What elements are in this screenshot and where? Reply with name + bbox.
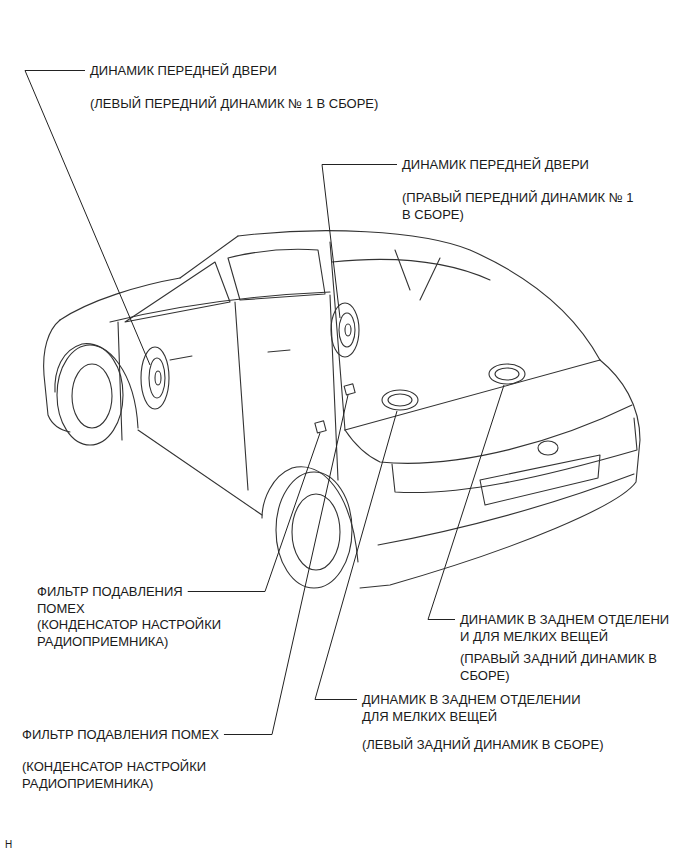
part-label: ДИНАМИК В ЗАДНЕМ ОТДЕЛЕНИИ ДЛЯ МЕЛКИХ ВЕ… (362, 692, 607, 726)
front-wheel-arch (55, 344, 138, 428)
rear-rim (292, 494, 340, 570)
rocker-sill (138, 430, 262, 515)
rear-emblem (538, 441, 558, 455)
noise-filter (344, 384, 355, 395)
roof-line (238, 231, 600, 360)
part-label: ДИНАМИК ПЕРЕДНЕЙ ДВЕРИ (90, 63, 420, 80)
front-wheel (57, 345, 123, 445)
part-label: ФИЛЬТР ПОДАВЛЕНИЯ ПОМЕХ (22, 727, 287, 744)
part-label: (ПРАВЫЙ ЗАДНИЙ ДИНАМИК В СБОРЕ) (460, 651, 665, 685)
leader-line (315, 411, 397, 700)
hood-line (60, 278, 180, 320)
rear-wheel (276, 472, 352, 588)
rear-end (360, 360, 640, 588)
part-label: (ЛЕВЫЙ ЗАДНИЙ ДИНАМИК В СБОРЕ) (362, 737, 682, 754)
plate-recess (480, 455, 600, 505)
right-rear-speaker (489, 364, 525, 384)
far-pillar (395, 250, 440, 300)
part-label: ДИНАМИК В ЗАДНЕМ ОТДЕЛЕНИ И ДЛЯ МЕЛКИХ В… (460, 612, 682, 646)
front-door (118, 302, 248, 490)
leader-line (322, 165, 397, 319)
left-front-speaker (141, 347, 169, 409)
leader-line (25, 71, 150, 366)
part-label: (КОНДЕНСАТОР НАСТРОЙКИ РАДИОПРИЕМНИКА) (37, 617, 255, 651)
rear-bumper (378, 474, 634, 545)
leader-line (428, 385, 504, 620)
inner-roof (332, 259, 490, 280)
part-label: ФИЛЬТР ПОДАВЛЕНИЯ ПОМЕХ (37, 584, 212, 618)
windshield (180, 236, 238, 278)
rear-deck (345, 360, 600, 430)
front-bumper (44, 320, 70, 432)
leader-line (224, 395, 348, 735)
part-label: ДИНАМИК ПЕРЕДНЕЙ ДВЕРИ (402, 157, 638, 174)
figure-code: H (5, 838, 35, 851)
front-rim (72, 364, 112, 428)
right-front-speaker (331, 303, 359, 357)
noise-filter (315, 421, 326, 433)
left-rear-speaker (382, 390, 418, 410)
leader-line (188, 433, 320, 592)
rear-door-window (228, 249, 325, 300)
front-window (125, 262, 230, 322)
part-label: (ЛЕВЫЙ ПЕРЕДНИЙ ДИНАМИК № 1 В СБОРЕ) (90, 96, 430, 113)
rear-wheel-arch (262, 467, 358, 562)
part-label: (КОНДЕНСАТОР НАСТРОЙКИ РАДИОПРИЕМНИКА) (22, 759, 244, 793)
door-handle (170, 350, 290, 360)
part-label: (ПРАВЫЙ ПЕРЕДНИЙ ДИНАМИК № 1 В СБОРЕ) (402, 190, 638, 224)
